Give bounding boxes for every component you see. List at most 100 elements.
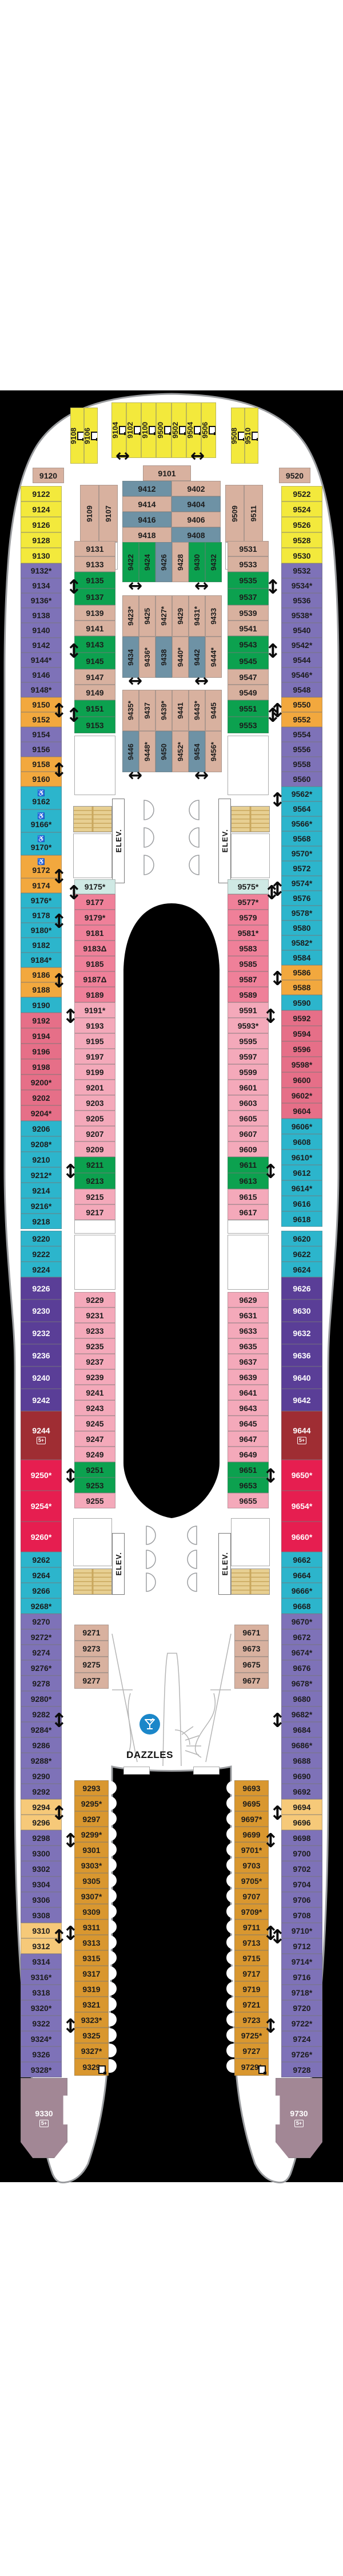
cabin-9136: 9136* <box>21 593 62 608</box>
cabin-9688: 9688 <box>281 1753 322 1768</box>
stairs-icon <box>231 806 270 832</box>
cabin-9637: 9637 <box>228 1354 269 1369</box>
cabin-9226: 9226 <box>21 1277 62 1299</box>
cabin-9264: 9264 <box>21 1567 62 1583</box>
cabin-9262: 9262 <box>21 1552 62 1567</box>
cabin-9140: 9140 <box>21 623 62 638</box>
cabin-9647: 9647 <box>228 1431 269 1447</box>
cabin-9247: 9247 <box>74 1431 115 1447</box>
cabin-9179: 9179* <box>74 910 115 925</box>
stairs-arrow: ↕ <box>265 640 281 663</box>
cabin-9416: 9416 <box>122 512 172 527</box>
cabin-9530: 9530 <box>281 548 322 563</box>
cabin-9632: 9632 <box>281 1322 322 1344</box>
cabin-9698: 9698 <box>281 1830 322 1846</box>
cabin-9138: 9138 <box>21 608 62 623</box>
cabin-9532: 9532 <box>281 563 322 578</box>
wheelchair-icon: ♿ <box>37 836 45 843</box>
cabin-9581: 9581* <box>228 925 269 941</box>
cabin-9456: 9456* <box>205 731 222 772</box>
stairs-arrow: ↕ <box>51 866 67 888</box>
cabin-9284: 9284* <box>21 1722 62 1737</box>
cabin-9582: 9582* <box>281 935 322 950</box>
cabin-9642: 9642 <box>281 1389 322 1411</box>
cabin-9194: 9194 <box>21 1028 62 1044</box>
cabin-9260: 9260* <box>21 1522 62 1552</box>
cabin-9109: 9109 <box>80 485 99 542</box>
stairs-arrow: ↔ <box>128 765 143 785</box>
structural-box <box>231 1518 270 1566</box>
cabin-9288: 9288* <box>21 1753 62 1768</box>
cabin-9720: 9720 <box>281 2000 322 2016</box>
cabin-9324: 9324* <box>21 2031 62 2046</box>
stairs-arrow: ↕ <box>51 700 67 722</box>
cabin-9592: 9592 <box>281 1010 322 1026</box>
cabin-9240: 9240 <box>21 1366 62 1389</box>
cabin-9630: 9630 <box>281 1299 322 1322</box>
balcony-icon <box>119 426 126 435</box>
cabin-9158: 9158 <box>21 757 62 772</box>
cabin-9408: 9408 <box>172 527 221 543</box>
stairs-arrow: ↔ <box>194 671 209 691</box>
elevator-label: ELEV. <box>218 799 231 883</box>
cabin-9216: 9216* <box>21 1198 62 1214</box>
stairs-arrow: ↔ <box>128 576 143 596</box>
cabin-9183: 9183Δ <box>74 941 115 956</box>
cabin-9649: 9649 <box>228 1447 269 1462</box>
cabin-9721: 9721 <box>234 1997 269 2012</box>
cabin-9431: 9431* <box>189 595 205 637</box>
balcony-icon <box>238 431 244 441</box>
cabin-9562: 9562* <box>281 787 322 801</box>
cabin-9444: 9444* <box>205 637 222 678</box>
stairs-icon <box>231 1568 270 1595</box>
stairs-arrow: ↔ <box>115 446 130 466</box>
cabin-9304: 9304 <box>21 1876 62 1892</box>
funnel-void <box>123 903 220 1518</box>
cabin-9153: 9153 <box>74 717 115 733</box>
cabin-9537: 9537 <box>228 588 269 605</box>
structural-box <box>228 736 269 795</box>
cabin-9441: 9441 <box>172 690 189 731</box>
cabin-9442: 9442 <box>189 637 205 678</box>
cabin-9299: 9299* <box>74 1827 109 1842</box>
cabin-9587: 9587 <box>228 971 269 987</box>
balcony-icon <box>149 426 155 435</box>
cabin-9553: 9553 <box>228 717 269 733</box>
cabin-9306: 9306 <box>21 1892 62 1907</box>
cabin-9301: 9301 <box>74 1842 109 1858</box>
cabin-9547: 9547 <box>228 669 269 685</box>
cabin-9275: 9275 <box>74 1657 109 1673</box>
cabin-9723: 9723 <box>234 2012 269 2028</box>
cabin-9726: 9726* <box>281 2046 322 2062</box>
cabin-9609: 9609 <box>228 1141 269 1157</box>
cabin-9454: 9454 <box>189 731 205 772</box>
cabin-9131: 9131 <box>74 541 115 556</box>
cabin-9580: 9580 <box>281 920 322 935</box>
cabin-9197: 9197 <box>74 1049 115 1064</box>
cabin-9631: 9631 <box>228 1307 269 1323</box>
cabin-9303: 9303* <box>74 1858 109 1873</box>
cabin-9286: 9286 <box>21 1737 62 1753</box>
cabin-9205: 9205 <box>74 1111 115 1126</box>
cabin-9245: 9245 <box>74 1416 115 1431</box>
stairs-arrow: ↕ <box>51 910 67 933</box>
cabin-9174: 9174 <box>21 878 62 893</box>
cabin-9425: 9425 <box>139 595 155 637</box>
balcony-icon <box>179 426 186 435</box>
cabin-9435: 9435* <box>122 690 139 731</box>
cabin-9509: 9509 <box>225 485 244 542</box>
cabin-9704: 9704 <box>281 1876 322 1892</box>
cabin-9666: 9666* <box>281 1583 322 1598</box>
cabin-9272: 9272* <box>21 1629 62 1645</box>
cabin-9328: 9328* <box>21 2062 62 2077</box>
cabin-9271: 9271 <box>74 1625 109 1641</box>
structural-box <box>228 1220 269 1234</box>
cabin-9139: 9139 <box>74 605 115 621</box>
cabin-9255: 9255 <box>74 1493 115 1508</box>
cabin-9605: 9605 <box>228 1111 269 1126</box>
cabin-9402: 9402 <box>172 481 221 496</box>
cabin-9682: 9682* <box>281 1706 322 1722</box>
cabin-9653: 9653 <box>228 1477 269 1493</box>
cabin-9504: 9504 <box>186 402 201 458</box>
cabin-9591: 9591 <box>228 1002 269 1018</box>
